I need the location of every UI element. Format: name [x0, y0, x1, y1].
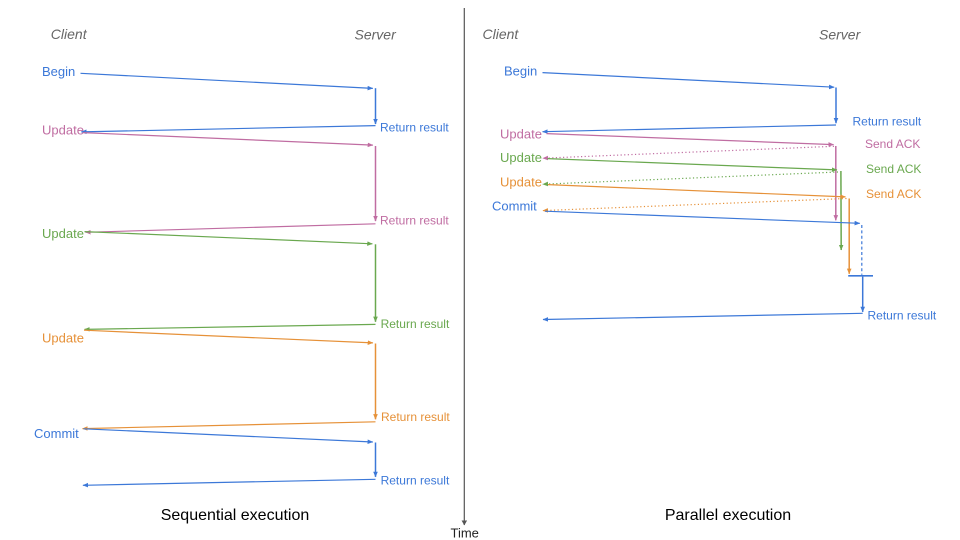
svg-text:Return result: Return result: [380, 213, 449, 227]
svg-text:Update: Update: [500, 175, 542, 190]
svg-text:Parallel execution: Parallel execution: [665, 507, 791, 524]
svg-text:Update: Update: [500, 127, 542, 142]
svg-text:Server: Server: [355, 26, 398, 42]
svg-text:Begin: Begin: [504, 64, 537, 79]
svg-text:Commit: Commit: [492, 199, 537, 214]
svg-text:Return result: Return result: [381, 410, 450, 424]
svg-text:Server: Server: [819, 27, 862, 43]
svg-text:Client: Client: [483, 26, 520, 42]
svg-text:Update: Update: [42, 226, 84, 241]
svg-text:Send ACK: Send ACK: [866, 162, 921, 176]
svg-text:Update: Update: [500, 150, 542, 165]
svg-text:Update: Update: [42, 122, 84, 137]
svg-text:Begin: Begin: [42, 64, 75, 79]
svg-text:Sequential execution: Sequential execution: [161, 507, 310, 524]
svg-text:Client: Client: [51, 26, 88, 42]
svg-text:Return result: Return result: [853, 115, 922, 129]
svg-text:Commit: Commit: [34, 426, 79, 441]
svg-text:Update: Update: [42, 330, 84, 345]
svg-text:Return result: Return result: [868, 308, 937, 322]
svg-text:Return result: Return result: [380, 120, 449, 134]
svg-text:Return result: Return result: [381, 317, 450, 331]
svg-text:Send ACK: Send ACK: [865, 137, 920, 151]
svg-text:Return result: Return result: [381, 474, 450, 488]
svg-text:Time: Time: [451, 526, 479, 540]
svg-text:Send ACK: Send ACK: [866, 187, 921, 201]
